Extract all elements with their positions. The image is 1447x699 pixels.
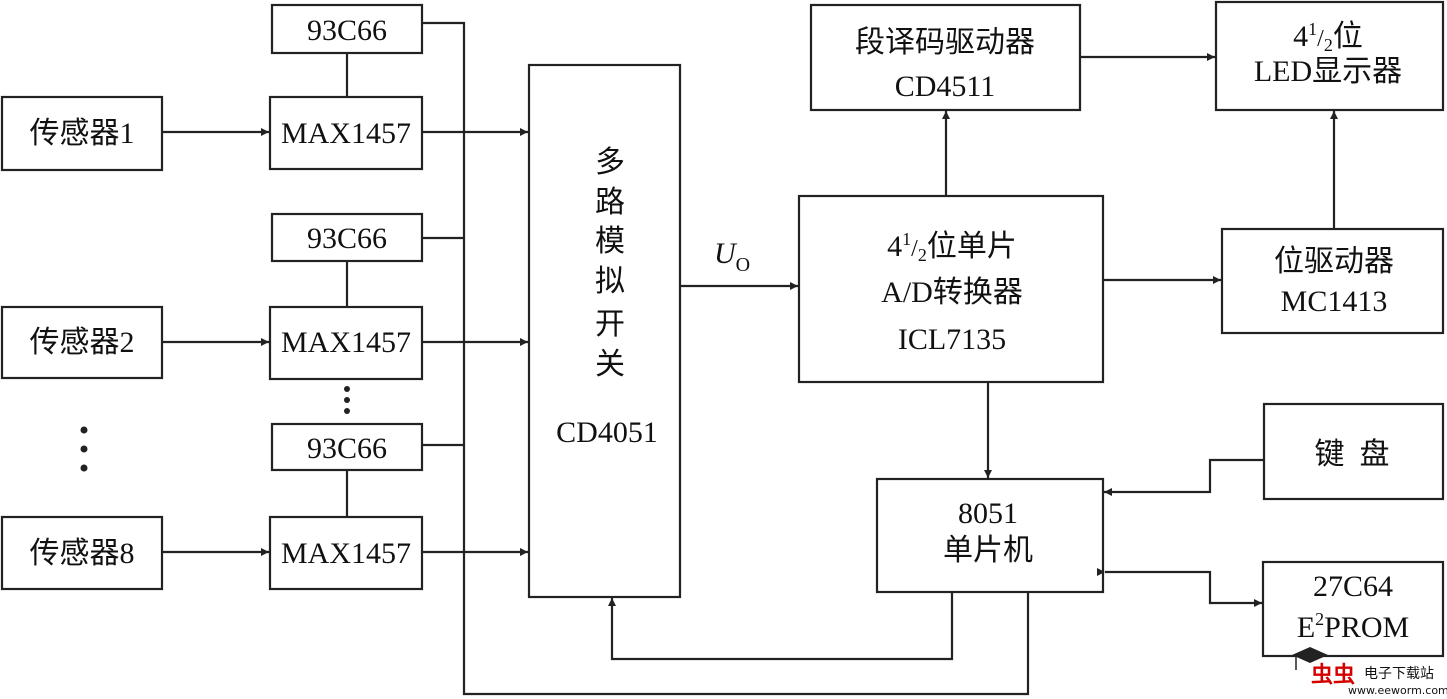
mcu-label: 单片机 bbox=[943, 534, 1033, 567]
adc-title-line1: 41/2位单片 bbox=[887, 229, 1017, 265]
ellipsis-dot bbox=[344, 386, 350, 392]
adc-part-label: ICL7135 bbox=[898, 323, 1006, 356]
sensor-8-box bbox=[0, 515, 164, 591]
seg-driver-title: 段译码驱动器 bbox=[855, 26, 1035, 59]
ellipsis-dot bbox=[80, 426, 88, 434]
keyboard-box bbox=[1262, 402, 1445, 501]
max1457-8-label: MAX1457 bbox=[281, 537, 411, 570]
eeprom-93c66-1-label: 93C66 bbox=[307, 14, 387, 47]
ellipsis-dot bbox=[80, 464, 88, 472]
signal-uo-subscript: O bbox=[736, 254, 750, 276]
eeprom-93c66-1-box bbox=[270, 3, 424, 55]
eprom-part: 27C64 bbox=[1313, 570, 1393, 603]
eprom-box bbox=[1261, 560, 1445, 658]
watermark: 虫虫 电子下载站 www.eeworm.com bbox=[1292, 647, 1447, 697]
mux-char: 拟 bbox=[595, 265, 625, 298]
seg-driver-part: CD4511 bbox=[895, 70, 996, 103]
arrow-mcu-mux-control bbox=[608, 592, 954, 661]
eprom-label: E2PROM bbox=[1297, 609, 1409, 644]
arrow-keyboard-mcu bbox=[1104, 458, 1264, 496]
max1457-1-box bbox=[268, 95, 424, 171]
eeprom-93c66-8-box bbox=[270, 422, 424, 472]
watermark-url: www.eeworm.com bbox=[1348, 684, 1447, 697]
mux-box bbox=[527, 63, 682, 599]
mux-part-label: CD4051 bbox=[556, 416, 658, 449]
mcu-box bbox=[875, 477, 1105, 594]
adc-box bbox=[797, 194, 1105, 384]
led-display-title-line1: 41/2位 bbox=[1293, 19, 1363, 55]
ellipsis-dot bbox=[80, 445, 88, 453]
keyboard-label: 键 盘 bbox=[1315, 438, 1390, 471]
led-display-box bbox=[1214, 0, 1445, 112]
max1457-1-label: MAX1457 bbox=[281, 117, 411, 150]
max1457-2-box bbox=[268, 305, 424, 381]
graduation-cap-icon bbox=[1292, 647, 1328, 663]
watermark-site-name: 电子下载站 bbox=[1364, 666, 1434, 682]
sensor-2-box bbox=[0, 305, 164, 380]
mux-char: 关 bbox=[595, 348, 625, 381]
eeprom-93c66-2-label: 93C66 bbox=[307, 222, 387, 255]
signal-uo-symbol: U bbox=[714, 237, 738, 270]
ellipsis-dot bbox=[344, 408, 350, 414]
bit-driver-box bbox=[1220, 227, 1445, 335]
mux-char: 多 bbox=[595, 146, 625, 179]
signal-uo-label: UO bbox=[714, 237, 750, 276]
max1457-2-label: MAX1457 bbox=[281, 326, 411, 359]
adc-title-line2: A/D转换器 bbox=[881, 276, 1023, 309]
watermark-logo: 虫虫 bbox=[1311, 662, 1355, 688]
bit-driver-part: MC1413 bbox=[1281, 285, 1388, 318]
sensor-1-box bbox=[0, 95, 164, 172]
led-display-title-line2: LED显示器 bbox=[1254, 55, 1402, 88]
ellipsis-dot bbox=[344, 397, 350, 403]
mcu-title: 8051 bbox=[958, 497, 1018, 530]
sensor-1-label: 传感器1 bbox=[30, 117, 135, 150]
sensor-2-label: 传感器2 bbox=[30, 326, 135, 359]
mux-char: 路 bbox=[595, 186, 625, 219]
bit-driver-title: 位驱动器 bbox=[1274, 245, 1394, 278]
seg-driver-box bbox=[809, 3, 1082, 112]
mux-char: 模 bbox=[595, 225, 625, 258]
max1457-8-box bbox=[268, 515, 424, 591]
link-mcu-eprom bbox=[1097, 568, 1262, 607]
sensor-8-label: 传感器8 bbox=[30, 537, 135, 570]
eeprom-93c66-8-label: 93C66 bbox=[307, 432, 387, 465]
mux-char: 开 bbox=[595, 308, 625, 341]
bus-93c66-to-mcu bbox=[422, 21, 1030, 696]
